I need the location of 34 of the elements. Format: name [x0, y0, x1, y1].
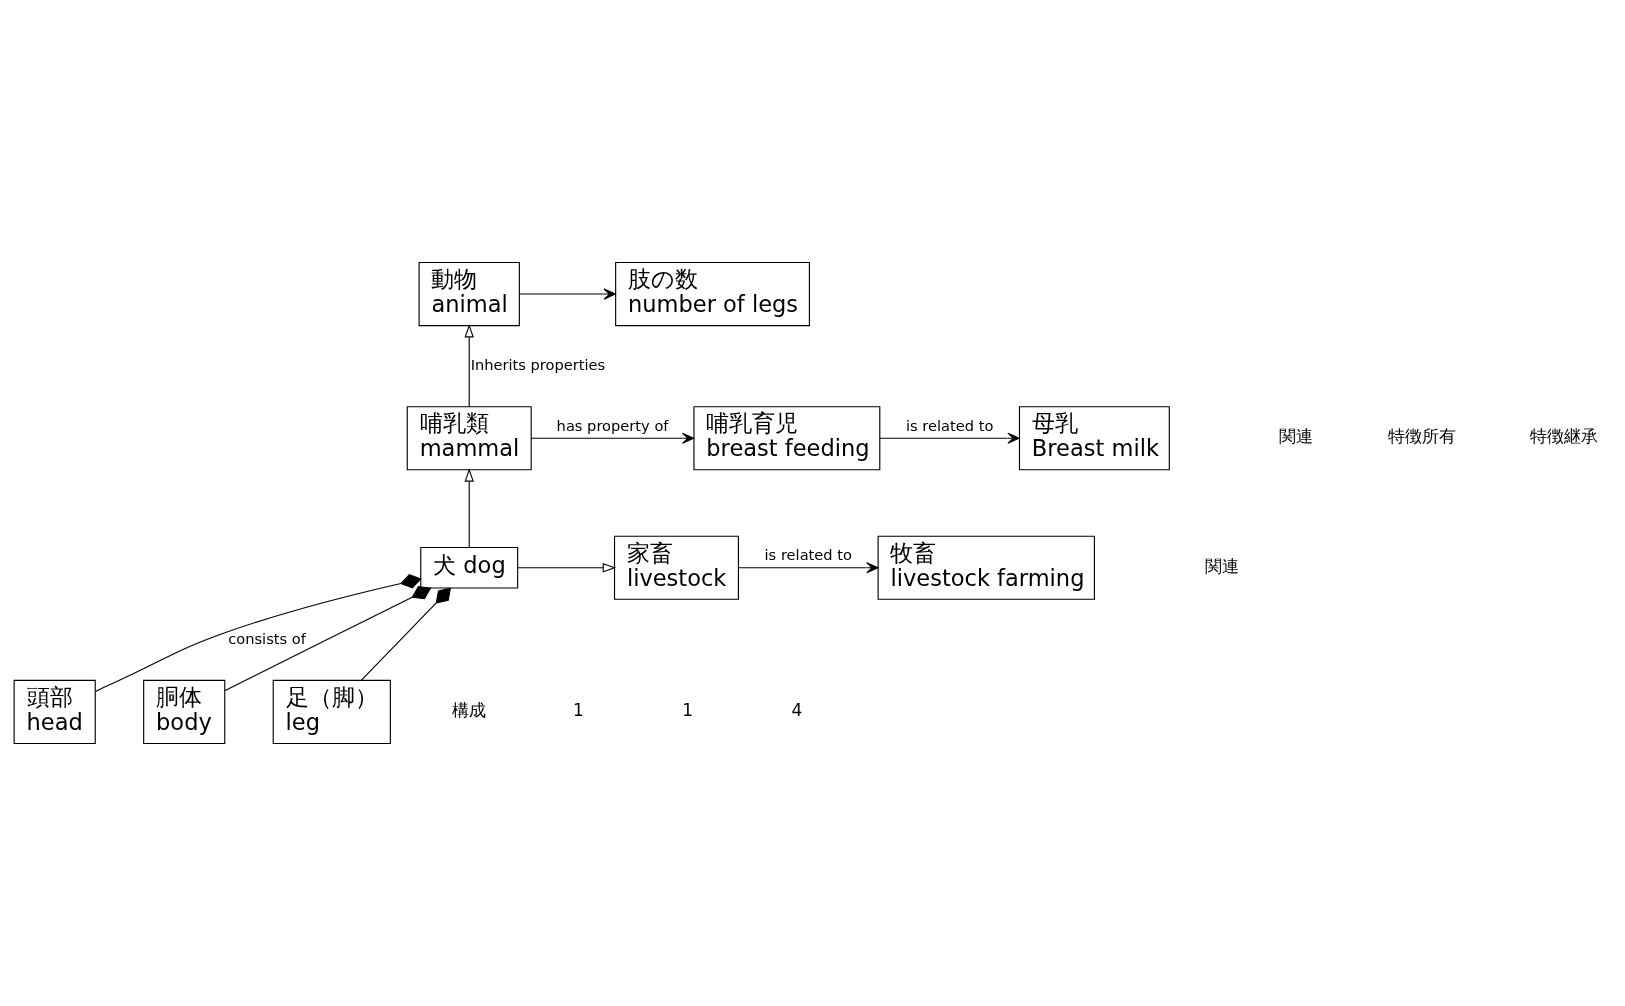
label: 関連 — [1279, 426, 1314, 447]
node-box: 頭部 head — [13, 679, 96, 745]
arrow — [464, 468, 474, 549]
edge-label: has property of — [556, 416, 669, 434]
arrow — [517, 563, 617, 573]
label: 1 — [573, 699, 584, 720]
edge-label: consists of — [228, 629, 306, 647]
label: 特徴継承 — [1530, 426, 1599, 447]
label: 関連 — [1204, 555, 1239, 576]
edge-label: is related to — [764, 546, 852, 564]
label: 4 — [791, 699, 803, 720]
node-box: 動物 animal — [418, 261, 520, 327]
node-box: 哺乳育児 breast feeding — [693, 406, 881, 471]
arrow — [519, 288, 616, 300]
node-box: 母乳 Breast milk — [1018, 406, 1170, 471]
arrow — [464, 323, 474, 407]
node-box: 家畜 livestock — [613, 535, 739, 600]
node-box: 牧畜 livestock farming — [877, 535, 1095, 600]
node-box: 哺乳類 mammal — [406, 406, 532, 471]
label: 1 — [682, 699, 694, 720]
label: 特徴所有 — [1388, 426, 1457, 447]
edge-label: Inherits properties — [470, 355, 606, 373]
label: 構成 — [452, 699, 487, 720]
node-box: 足（脚） leg — [272, 679, 391, 745]
arrow — [879, 432, 1020, 444]
node-box: 胴体 body — [143, 679, 226, 745]
connector — [94, 574, 422, 692]
node-box: 犬 dog — [420, 546, 519, 589]
arrow — [530, 432, 695, 444]
connector — [224, 586, 432, 691]
edge-label: is related to — [905, 416, 994, 434]
connector — [360, 587, 452, 681]
node-box: 肢の数 number of legs — [615, 261, 810, 327]
arrow — [738, 562, 879, 574]
